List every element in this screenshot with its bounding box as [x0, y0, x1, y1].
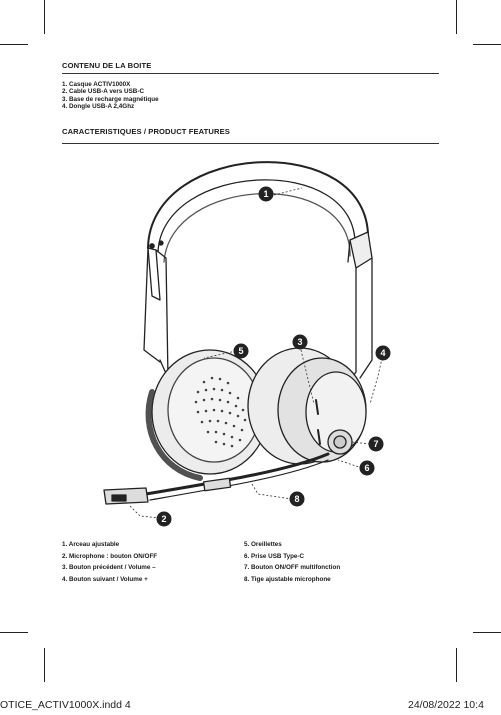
list-item: 3. Base de recharge magnétique	[62, 95, 159, 103]
legend-item: 3. Bouton précédent / Volume –	[62, 564, 156, 572]
legend-item: 2. Microphone : bouton ON/OFF	[62, 552, 158, 560]
box-contents-heading: CONTENU DE LA BOITE	[62, 61, 152, 70]
callout-7-badge	[368, 436, 384, 452]
callout-8: 8	[294, 494, 299, 504]
legend-right: 5. Oreillettes 6. Prise USB Type-C 7. Bo…	[244, 539, 340, 585]
crop-mark	[0, 632, 28, 633]
callout-6: 6	[364, 463, 369, 473]
callout-2-badge	[156, 511, 172, 527]
callout-4-badge	[375, 345, 391, 361]
legend-item: 7. Bouton ON/OFF multifonction	[244, 564, 341, 572]
callout-1: 1	[263, 189, 268, 199]
leader-line	[129, 505, 161, 519]
leader-line	[299, 345, 315, 405]
crop-mark	[473, 632, 501, 633]
callout-2: 2	[161, 514, 166, 524]
mic-joint	[202, 477, 232, 492]
callout-3: 3	[297, 337, 302, 347]
crop-mark	[473, 44, 501, 45]
callout-5: 5	[238, 346, 243, 356]
mic-boom	[144, 452, 330, 496]
callout-badges	[156, 186, 391, 527]
leader-line	[351, 441, 371, 445]
crop-mark	[456, 648, 457, 682]
right-slider	[349, 231, 373, 269]
crop-mark	[0, 44, 28, 45]
leader-line	[251, 483, 293, 500]
box-contents-list: 1. Casque ACTIV1000X 2. Cable USB-A vers…	[62, 81, 159, 111]
legend-item: 5. Oreillettes	[244, 541, 282, 548]
left-slider	[147, 247, 161, 301]
callout-6-badge	[359, 460, 375, 476]
leader-line	[273, 187, 303, 196]
callout-3-badge	[292, 334, 308, 350]
callout-8-badge	[289, 491, 305, 507]
divider	[62, 73, 439, 74]
headband-inner-2	[163, 193, 351, 263]
date-slug: 24/08/2022 10:4	[408, 699, 484, 711]
crop-mark	[44, 648, 45, 682]
legend-item: 1. Arceau ajustable	[62, 541, 120, 548]
callout-1-badge	[258, 186, 274, 202]
callout-5-badge	[233, 343, 249, 359]
callout-4: 4	[380, 348, 385, 358]
callout-7: 7	[373, 439, 378, 449]
legend-item: 8. Tige ajustable microphone	[244, 575, 331, 583]
crop-mark	[44, 0, 45, 34]
headband-inner	[157, 179, 356, 253]
legend-left: 1. Arceau ajustable 2. Microphone : bout…	[62, 539, 157, 585]
leader-line	[369, 353, 384, 405]
list-item: 2. Cable USB-A vers USB-C	[62, 88, 144, 96]
leader-line	[203, 350, 237, 359]
crop-mark	[456, 0, 457, 34]
divider	[62, 143, 439, 144]
legend-item: 6. Prise USB Type-C	[244, 552, 305, 560]
headband-outer	[147, 161, 370, 249]
legend-item: 4. Bouton suivant / Volume +	[62, 575, 148, 583]
features-heading: CARACTERISTIQUES / PRODUCT FEATURES	[62, 127, 230, 136]
leader-line	[337, 459, 363, 469]
file-slug: OTICE_ACTIV1000X.indd 4	[0, 699, 131, 711]
list-item: 4. Dongle USB-A 2,4Ghz	[62, 103, 135, 111]
list-item: 1. Casque ACTIV1000X	[62, 81, 131, 88]
